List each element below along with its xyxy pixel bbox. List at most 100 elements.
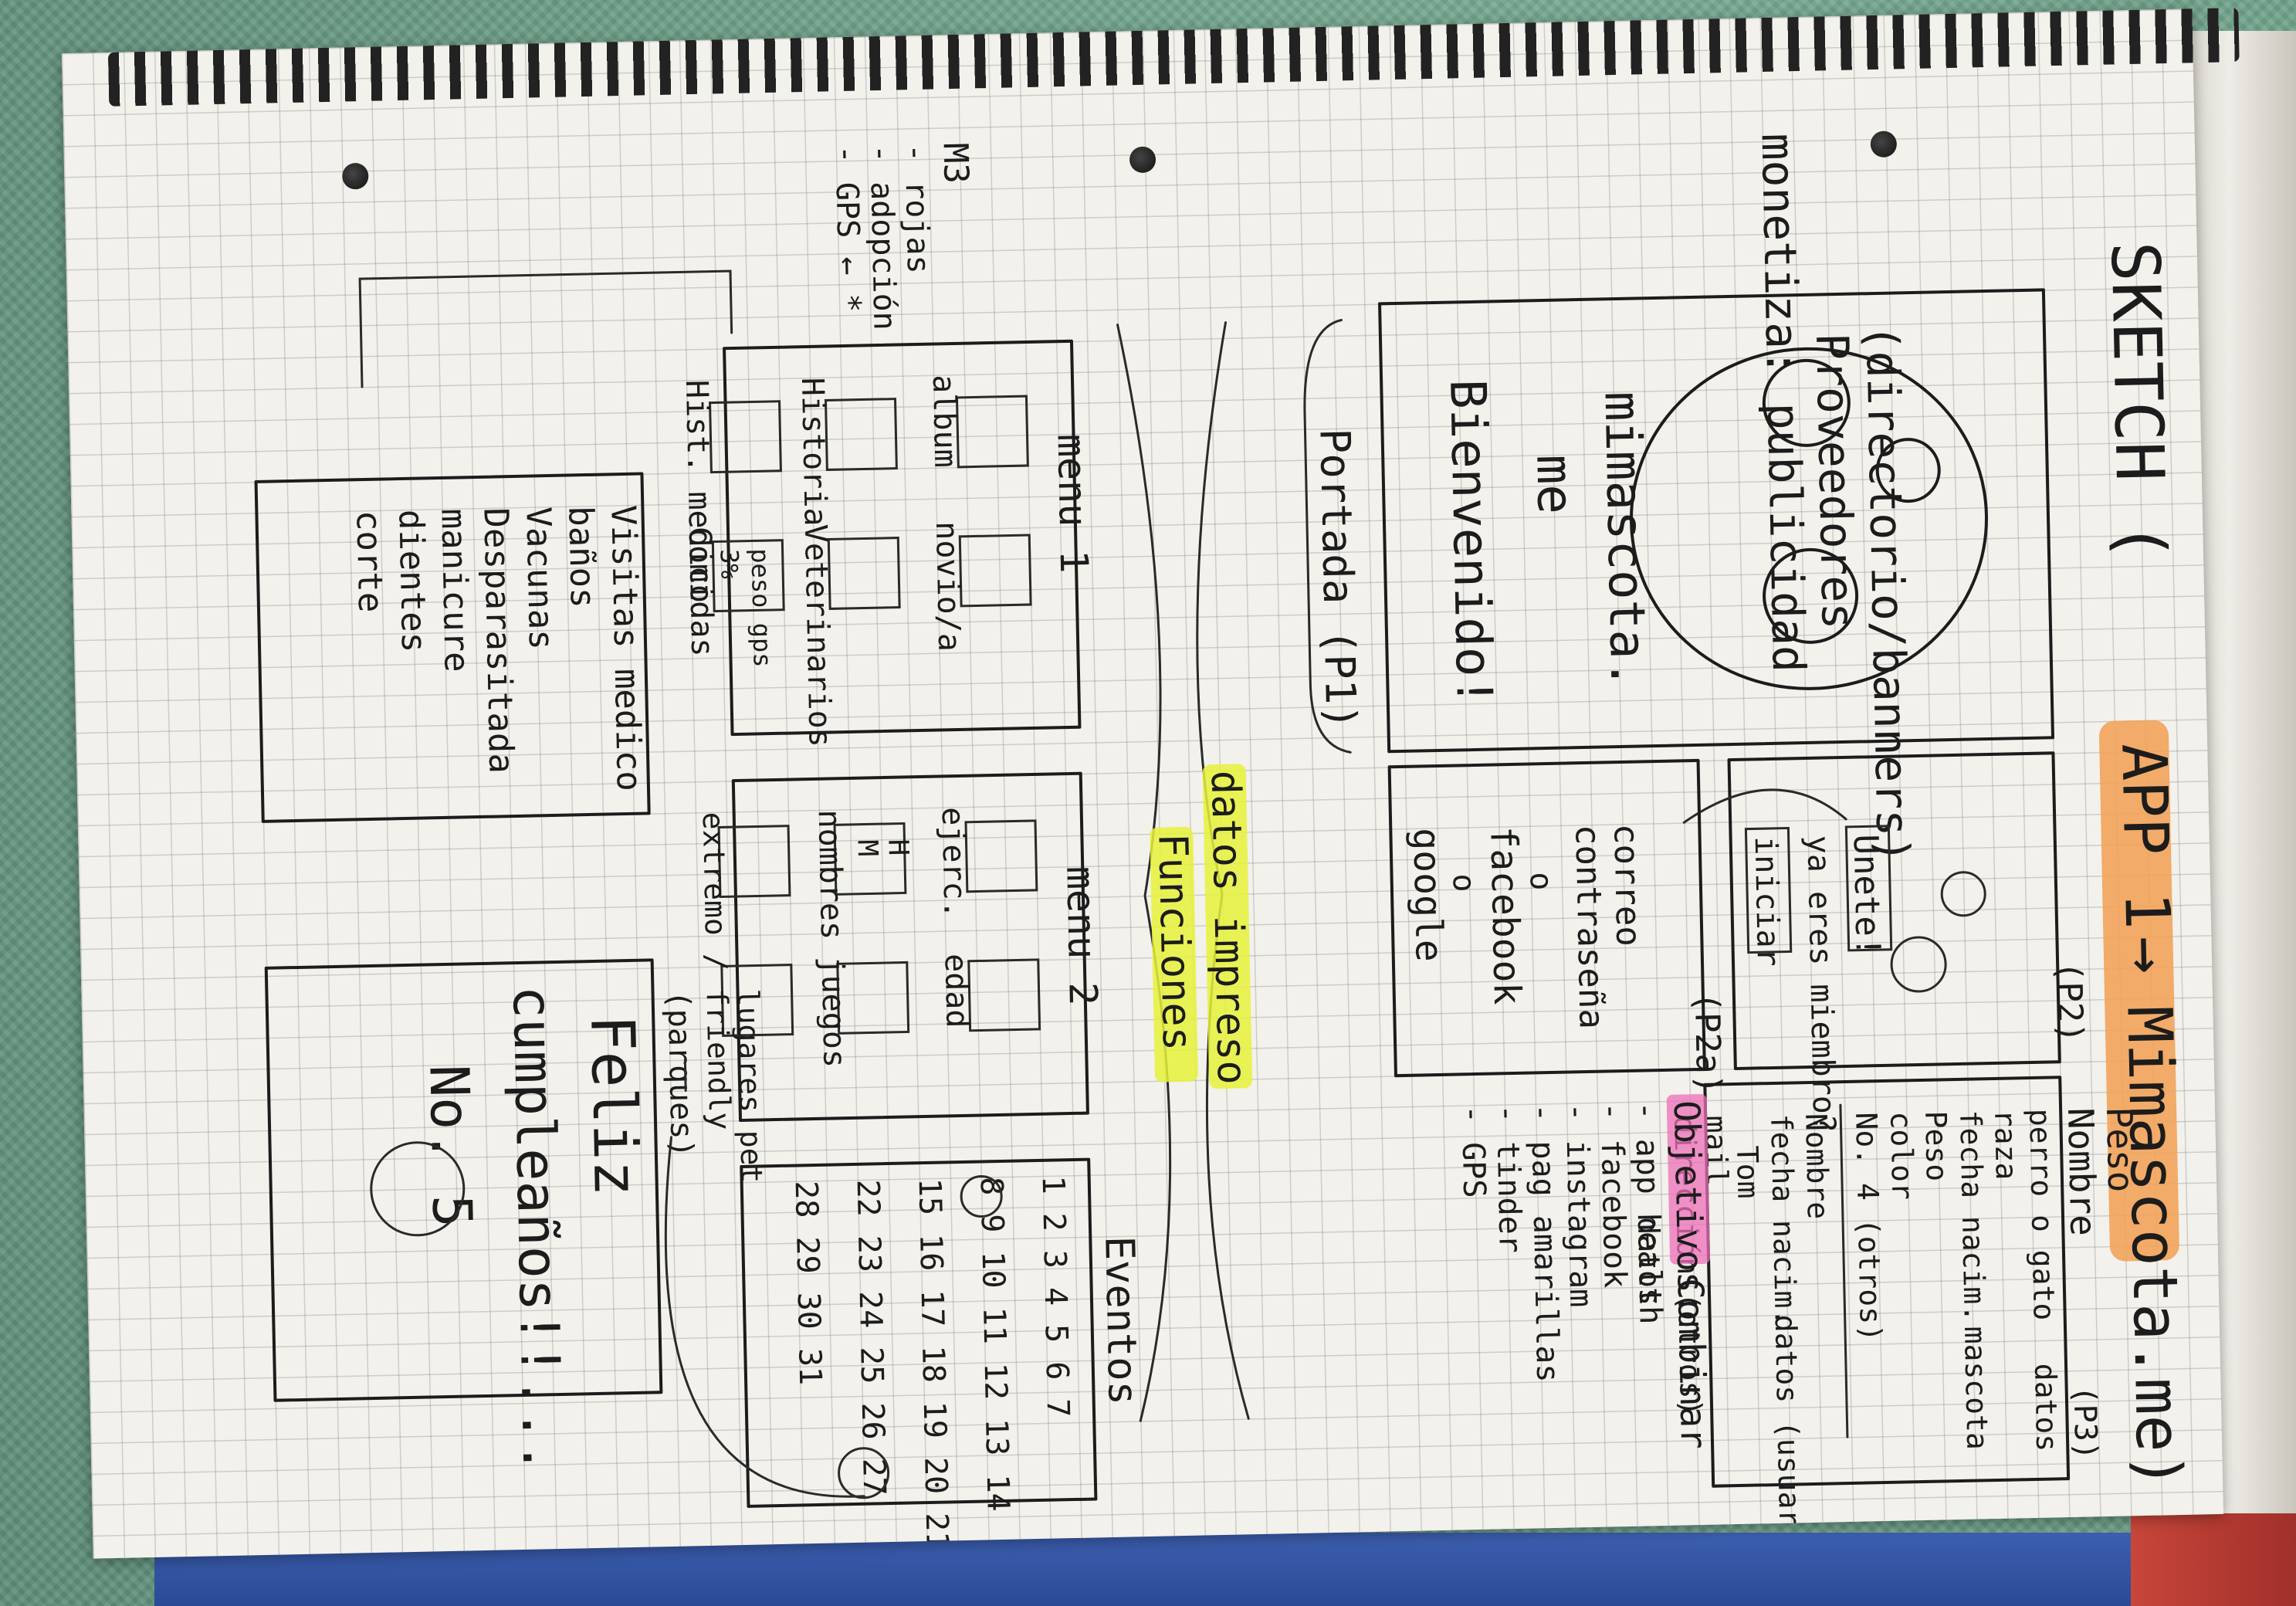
historial-list: Visitas medico baños Vacunas Desparasita…	[348, 504, 649, 791]
title-highlight	[2098, 720, 2179, 1262]
title-name: Mimascota.me)	[2113, 1005, 2195, 1490]
dog-face-icon	[1890, 936, 1947, 993]
side-m3: M3	[936, 142, 976, 184]
p2-label: (P2)	[2049, 961, 2090, 1043]
flow-arrow	[358, 269, 733, 388]
menu1-novio: novio/a	[929, 521, 967, 652]
cumple-line1: Feliz	[577, 1015, 650, 1198]
smiley-icon	[1940, 871, 1986, 917]
unete-button-frame	[1844, 825, 1893, 952]
menu2-extremo-icon[interactable]	[717, 825, 791, 899]
objetivos-heading: Objetivos:	[1666, 1100, 1712, 1315]
objetivos-block: Objetivos: Combinar - app health - faceb…	[1454, 1093, 1715, 1450]
menu2-m: M	[851, 839, 882, 857]
menu1-veterinarios: Veterinarios	[798, 523, 838, 747]
p2-question: ya eres miembro?	[1800, 835, 1842, 1133]
correo-field[interactable]: correo	[1606, 823, 1647, 947]
menu2-ejerc: ejerc.	[935, 807, 973, 919]
menu2-juegos: juegos	[814, 956, 852, 1068]
p3-no4: No. 4 (otros)	[1849, 1112, 1888, 1342]
calendar-grid: 1 2 3 4 5 6 7 8 9 10 11 12 13 14 15 16 1…	[788, 1175, 1076, 1550]
p2a-label: (P2a)	[1687, 991, 1729, 1094]
calendar-row: 1 2 3 4 5 6 7	[1035, 1175, 1076, 1418]
portada-heading-1: mimascota.	[1593, 391, 1657, 689]
or-separator: o	[1446, 873, 1482, 893]
funciones-highlight	[1150, 826, 1198, 1083]
calendar-circled-day[interactable]	[838, 1447, 890, 1499]
center-brace-left	[1116, 324, 1172, 1422]
historial-item: manicure	[433, 508, 476, 673]
title-app: APP 1	[2108, 743, 2183, 930]
unete-button[interactable]: Unete!	[1846, 834, 1888, 957]
objetivos-item: - facebook	[1593, 1102, 1633, 1289]
historial-item: Desparasitada	[476, 507, 520, 774]
menu1-album: album	[926, 374, 963, 468]
portada-bracket	[1303, 318, 1352, 754]
side-item: - adopción	[863, 144, 902, 330]
menu1-pct: 3%	[715, 549, 745, 579]
menu1-album-icon[interactable]	[955, 395, 1029, 469]
monetiza-line3: (directorio/banners)	[1856, 324, 1920, 864]
flow-arrow	[1682, 788, 1847, 824]
historial-item: corte	[348, 510, 390, 612]
smiley-icon	[1875, 438, 1941, 503]
menu1-hist-medico: Hist. medico	[679, 380, 719, 604]
notebook-cover-red	[2131, 1513, 2296, 1606]
contrasena-field[interactable]: contraseña	[1567, 824, 1611, 1029]
objetivos-item: - instagram	[1559, 1103, 1599, 1308]
side-item: - GPS ← *	[828, 144, 868, 313]
menu1-comidas: Comidas	[682, 526, 720, 657]
menu2-nombres-icon[interactable]	[833, 822, 907, 896]
flow-arrow	[683, 1058, 687, 1092]
monetiza-line1: monetiza: publicidad	[1752, 133, 1816, 673]
p3-fecha-nacim2: fecha nacim.	[1764, 1113, 1803, 1326]
menu1-novio-icon[interactable]	[958, 534, 1032, 608]
center-funciones: Funciones	[1149, 833, 1200, 1052]
menu1-comidas-icon[interactable]	[711, 539, 785, 613]
p3-fecha-nacim: fecha nacim.	[1953, 1110, 1992, 1322]
objetivos-item: - tinder	[1489, 1104, 1528, 1254]
menu1-historia: Historia	[794, 377, 833, 527]
menu2-juegos-icon[interactable]	[836, 961, 910, 1035]
title-arrow: →	[2111, 936, 2184, 974]
menu1-hist-medico-icon[interactable]	[709, 400, 782, 474]
p3-color: color	[1884, 1111, 1919, 1200]
p3-peso2: Peso	[1918, 1110, 1954, 1181]
google-login[interactable]: google	[1404, 828, 1451, 963]
menu2-lugares-icon[interactable]	[720, 964, 794, 1037]
side-item: - rojas	[898, 144, 936, 275]
iniciar-button[interactable]: iniciar	[1748, 836, 1786, 967]
calendar-row: 15 16 17 18 19 20 21	[912, 1177, 955, 1550]
eventos-title: Eventos	[1096, 1235, 1146, 1405]
historial-item: Vacunas	[518, 507, 560, 650]
portada-text: mimascota. me Bienvenido!	[1438, 378, 1657, 706]
historial-item: Visitas medico	[603, 504, 649, 791]
p3-mascota: mascota	[1958, 1326, 1994, 1450]
menu2-parques: (parques)	[660, 990, 699, 1158]
title-group: SKETCH ( APP 1 → Mimascota.me)	[2096, 241, 2196, 1490]
sketch-drawing: SKETCH ( APP 1 → Mimascota.me) monetiza:…	[254, 133, 2196, 1559]
p3-datos: datos	[2028, 1363, 2064, 1452]
dog-face-icon	[1763, 547, 1859, 644]
menu1-historia-icon[interactable]	[824, 398, 898, 471]
facebook-login[interactable]: facebook	[1482, 826, 1529, 1005]
p3-divider	[1839, 1103, 1849, 1438]
objetivos-combinar: Combinar	[1670, 1278, 1715, 1450]
menu2-ejerc-icon[interactable]	[964, 819, 1038, 893]
cumple-line2: cumpleaños!!...	[500, 985, 574, 1475]
p3-frame	[1703, 1076, 2071, 1488]
p2-frame	[1727, 751, 2061, 1070]
historial-item: baños	[560, 506, 602, 608]
side-notes: M3 - rojas - adopción - GPS ← *	[828, 142, 976, 330]
menu2-frame	[731, 771, 1089, 1123]
portada-label: Portada (P1)	[1310, 428, 1365, 730]
portada-welcome: Bienvenido!	[1438, 378, 1502, 706]
portada-circle	[1630, 347, 1988, 690]
portada-frame	[1378, 288, 2055, 754]
menu2-edad-icon[interactable]	[967, 958, 1041, 1032]
menu1-title: menu 1	[1048, 433, 1096, 574]
menu1-veterinarios-icon[interactable]	[827, 537, 901, 610]
historial-item: dientes	[391, 509, 433, 652]
objetivos-highlight	[1666, 1093, 1711, 1265]
calendar-circled-day[interactable]	[960, 1174, 1003, 1218]
